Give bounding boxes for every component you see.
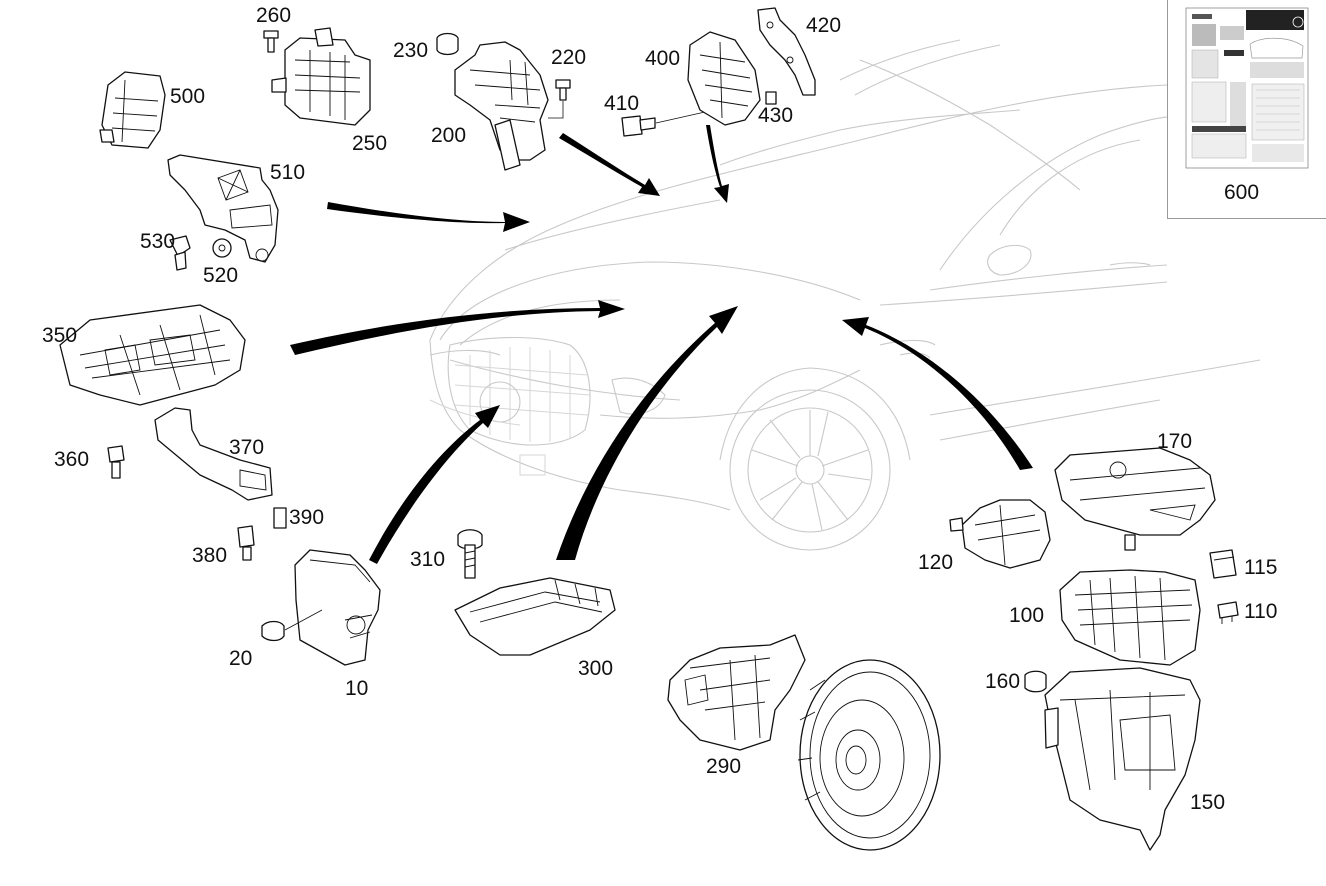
callout-370: 370 bbox=[229, 436, 265, 459]
callout-100: 100 bbox=[1009, 604, 1045, 627]
part-100-fuse-box bbox=[1059, 569, 1201, 666]
callout-350: 350 bbox=[42, 324, 78, 347]
part-500-module bbox=[99, 71, 166, 149]
part-electric-motor bbox=[797, 659, 941, 851]
callout-360: 360 bbox=[54, 448, 90, 471]
part-150-housing bbox=[1024, 667, 1201, 851]
part-360-370-380-390 bbox=[107, 407, 287, 561]
callout-300: 300 bbox=[578, 657, 614, 680]
callout-520: 520 bbox=[203, 264, 239, 287]
part-300-control-unit bbox=[454, 529, 616, 656]
callout-115: 115 bbox=[1244, 556, 1278, 579]
callout-250: 250 bbox=[352, 132, 388, 155]
callout-390: 390 bbox=[289, 506, 325, 529]
part-10-sensor-unit bbox=[261, 549, 381, 666]
part-200-bracket-unit bbox=[436, 32, 571, 171]
part-520-530-fasteners bbox=[169, 235, 232, 271]
part-110-fuse bbox=[1217, 601, 1239, 624]
part-510-bracket bbox=[167, 154, 279, 263]
callout-20: 20 bbox=[229, 647, 253, 670]
part-120-bracket bbox=[949, 499, 1051, 569]
car-outline bbox=[429, 39, 1261, 551]
callout-530: 530 bbox=[140, 230, 176, 253]
callout-220: 220 bbox=[551, 46, 587, 69]
callout-290: 290 bbox=[706, 755, 742, 778]
callout-420: 420 bbox=[806, 14, 842, 37]
callout-160: 160 bbox=[985, 670, 1021, 693]
part-290-inverter bbox=[667, 634, 806, 751]
callout-510: 510 bbox=[270, 161, 306, 184]
callout-110: 110 bbox=[1244, 600, 1278, 623]
callout-150: 150 bbox=[1190, 791, 1226, 814]
callout-200: 200 bbox=[431, 124, 467, 147]
part-170-cover bbox=[1054, 447, 1216, 551]
callout-500: 500 bbox=[170, 85, 206, 108]
callout-430: 430 bbox=[758, 104, 794, 127]
manual-sheet-thumbnail bbox=[1185, 7, 1309, 169]
inset-manual-panel bbox=[1167, 0, 1326, 219]
callout-170: 170 bbox=[1157, 430, 1193, 453]
callout-10: 10 bbox=[345, 677, 369, 700]
callout-600: 600 bbox=[1224, 181, 1260, 204]
part-115-relay bbox=[1209, 549, 1237, 579]
callout-120: 120 bbox=[918, 551, 954, 574]
callout-310: 310 bbox=[410, 548, 446, 571]
part-400-module bbox=[621, 7, 816, 137]
pointer-arrows bbox=[290, 125, 1033, 564]
callout-410: 410 bbox=[604, 92, 640, 115]
callout-400: 400 bbox=[645, 47, 681, 70]
callout-230: 230 bbox=[393, 39, 429, 62]
part-250-relay-module bbox=[263, 27, 371, 126]
callout-380: 380 bbox=[192, 544, 228, 567]
callout-260: 260 bbox=[256, 4, 292, 27]
part-350-control-unit bbox=[59, 304, 246, 406]
